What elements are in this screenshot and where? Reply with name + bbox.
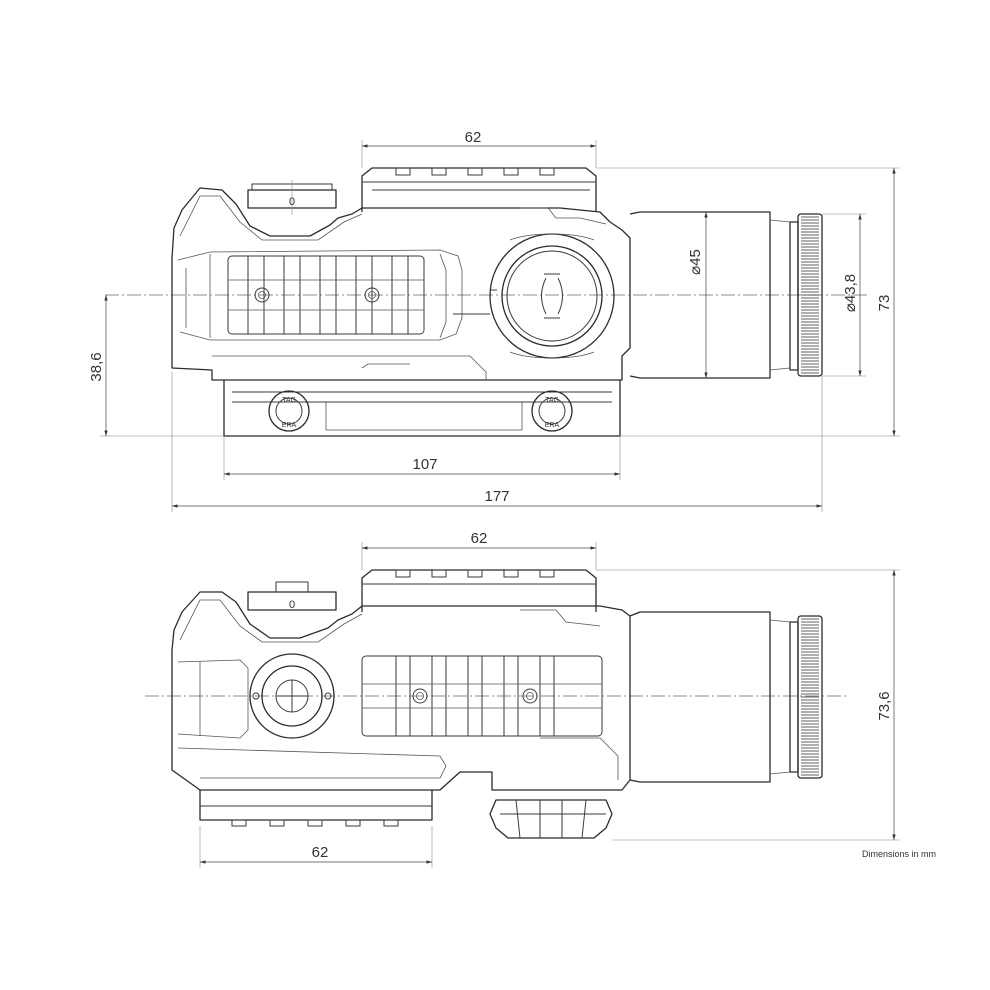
dim-overall-height: 73,6 — [596, 569, 900, 841]
dim-label: 73,6 — [876, 691, 893, 720]
mount-marking: ERA — [545, 422, 560, 429]
top-turret: 0 — [247, 180, 337, 215]
mount-knob-left — [268, 390, 310, 432]
dim-label: 177 — [484, 488, 509, 505]
mount-marking: TAG — [282, 397, 296, 404]
dim-label: 62 — [465, 129, 482, 146]
side-view-2: 0 — [145, 530, 936, 868]
dim-label: 73 — [876, 295, 893, 312]
bottom-knob — [489, 799, 613, 839]
side-view-1: 0 TAG ERA TAG ERA — [88, 129, 900, 512]
dim-label: 62 — [312, 844, 329, 861]
dim-overall-height: 73 — [596, 167, 900, 437]
top-rail — [361, 167, 597, 212]
screw-icon — [254, 287, 270, 303]
dim-top-rail: 62 — [361, 530, 597, 570]
dim-overall-length: 177 — [171, 372, 823, 512]
dim-bottom-rail: 62 — [199, 826, 433, 868]
dim-label: 62 — [471, 530, 488, 547]
top-rail — [361, 569, 597, 612]
side-rail — [361, 655, 603, 737]
screw-icon — [522, 688, 538, 704]
dim-mount-length: 107 — [223, 436, 621, 480]
dim-label: ⌀43,8 — [842, 274, 859, 312]
side-turret — [453, 233, 615, 359]
dim-objective: ⌀45 — [687, 212, 708, 378]
dim-base-height: 38,6 — [88, 295, 224, 437]
bottom-rail — [199, 790, 433, 827]
adjustment-cap — [249, 653, 335, 739]
top-turret: 0 — [247, 581, 337, 611]
eyepiece-tube — [629, 211, 823, 379]
eyepiece-tube — [629, 611, 823, 783]
screw-icon — [364, 287, 380, 303]
mount-marking: TAG — [545, 397, 559, 404]
units-note: Dimensions in mm — [862, 849, 936, 859]
dim-top-rail: 62 — [361, 129, 597, 168]
mount-knob-right — [531, 390, 573, 432]
dim-label: 38,6 — [88, 352, 105, 381]
side-rail — [227, 255, 425, 335]
turret-zero-mark: 0 — [289, 196, 295, 208]
body — [171, 591, 631, 791]
dim-label: ⌀45 — [687, 249, 704, 275]
dim-eyepiece: ⌀43,8 — [822, 213, 866, 377]
mount: TAG ERA TAG ERA — [223, 380, 621, 437]
screw-icon — [412, 688, 428, 704]
dim-label: 107 — [412, 456, 437, 473]
mount-marking: ERA — [282, 422, 297, 429]
turret-zero-mark: 0 — [289, 599, 295, 611]
body — [171, 187, 631, 381]
